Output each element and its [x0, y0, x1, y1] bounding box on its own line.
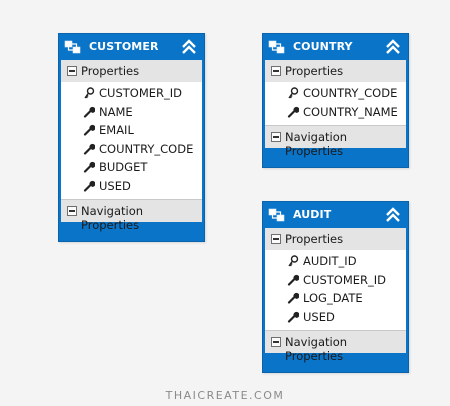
property-item[interactable]: CUSTOMER_ID	[265, 271, 406, 290]
wrench-icon	[83, 180, 95, 192]
wrench-icon	[287, 292, 299, 304]
property-name: EMAIL	[99, 123, 134, 137]
properties-label: Properties	[285, 232, 344, 246]
entity-country[interactable]: COUNTRY Properties COUNTRY_CODE COUNTRY_…	[262, 33, 409, 168]
property-item[interactable]: COUNTRY_CODE	[265, 84, 406, 103]
collapse-toggle-icon[interactable]	[271, 234, 281, 244]
entity-type-icon	[268, 40, 285, 54]
property-item[interactable]: USED	[265, 308, 406, 327]
property-name: USED	[99, 178, 131, 193]
wrench-icon	[83, 143, 95, 155]
collapse-icon[interactable]	[383, 37, 403, 57]
wrench-icon	[83, 106, 95, 118]
property-name: COUNTRY_CODE	[99, 141, 194, 156]
property-item[interactable]: COUNTRY_CODE	[61, 140, 202, 159]
entity-body: Properties AUDIT_ID CUSTOMER_ID LOG_DATE…	[265, 228, 406, 363]
entity-header[interactable]: COUNTRY	[263, 34, 408, 60]
property-item[interactable]: COUNTRY_NAME	[265, 103, 406, 122]
property-name: CUSTOMER_ID	[303, 272, 386, 287]
navigation-label: Navigation Properties	[285, 130, 348, 158]
wrench-icon	[287, 311, 299, 323]
property-name: USED	[303, 309, 335, 324]
property-item[interactable]: USED	[61, 177, 202, 196]
entity-title: CUSTOMER	[89, 40, 159, 53]
navigation-label: Navigation Properties	[285, 335, 348, 363]
entity-audit[interactable]: AUDIT Properties AUDIT_ID CUSTOMER_ID LO…	[262, 201, 409, 373]
entity-header[interactable]: AUDIT	[263, 202, 408, 228]
entity-title: COUNTRY	[293, 40, 353, 53]
property-list: AUDIT_ID CUSTOMER_ID LOG_DATE USED	[265, 250, 406, 330]
wrench-icon	[287, 106, 299, 118]
entity-customer[interactable]: CUSTOMER Properties CUSTOMER_ID NAME EMA…	[58, 33, 205, 242]
key-icon	[288, 87, 299, 99]
wrench-icon	[83, 161, 95, 173]
property-list: CUSTOMER_ID NAME EMAIL COUNTRY_CODE BUDG…	[61, 82, 202, 199]
property-name: COUNTRY_NAME	[303, 104, 398, 119]
property-name: COUNTRY_CODE	[303, 86, 398, 100]
entity-body: Properties COUNTRY_CODE COUNTRY_NAME Nav…	[265, 60, 406, 158]
property-name: NAME	[99, 104, 133, 119]
watermark: THAICREATE.COM	[165, 389, 285, 402]
collapse-toggle-icon[interactable]	[67, 206, 77, 216]
property-item[interactable]: BUDGET	[61, 158, 202, 177]
collapse-toggle-icon[interactable]	[67, 66, 77, 76]
navigation-label: Navigation Properties	[81, 204, 144, 232]
properties-section-header[interactable]: Properties	[265, 60, 406, 82]
property-name: AUDIT_ID	[303, 254, 357, 268]
navigation-section-header[interactable]: Navigation Properties	[265, 125, 406, 158]
property-item[interactable]: CUSTOMER_ID	[61, 84, 202, 103]
collapse-toggle-icon[interactable]	[271, 66, 281, 76]
collapse-toggle-icon[interactable]	[271, 132, 281, 142]
properties-label: Properties	[285, 64, 344, 78]
property-name: BUDGET	[99, 160, 148, 174]
wrench-icon	[83, 124, 95, 136]
property-item[interactable]: AUDIT_ID	[265, 252, 406, 271]
wrench-icon	[287, 274, 299, 286]
properties-label: Properties	[81, 64, 140, 78]
entity-type-icon	[268, 208, 285, 222]
collapse-icon[interactable]	[179, 37, 199, 57]
property-item[interactable]: LOG_DATE	[265, 289, 406, 308]
key-icon	[84, 87, 95, 99]
collapse-icon[interactable]	[383, 205, 403, 225]
properties-section-header[interactable]: Properties	[265, 228, 406, 250]
entity-header[interactable]: CUSTOMER	[59, 34, 204, 60]
property-name: CUSTOMER_ID	[99, 86, 182, 100]
property-item[interactable]: EMAIL	[61, 121, 202, 140]
navigation-section-header[interactable]: Navigation Properties	[265, 330, 406, 363]
property-list: COUNTRY_CODE COUNTRY_NAME	[265, 82, 406, 125]
property-item[interactable]: NAME	[61, 103, 202, 122]
entity-type-icon	[64, 40, 81, 54]
entity-body: Properties CUSTOMER_ID NAME EMAIL COUNTR…	[61, 60, 202, 232]
navigation-section-header[interactable]: Navigation Properties	[61, 199, 202, 232]
entity-title: AUDIT	[293, 208, 332, 221]
collapse-toggle-icon[interactable]	[271, 337, 281, 347]
property-name: LOG_DATE	[303, 291, 363, 305]
key-icon	[288, 255, 299, 267]
properties-section-header[interactable]: Properties	[61, 60, 202, 82]
